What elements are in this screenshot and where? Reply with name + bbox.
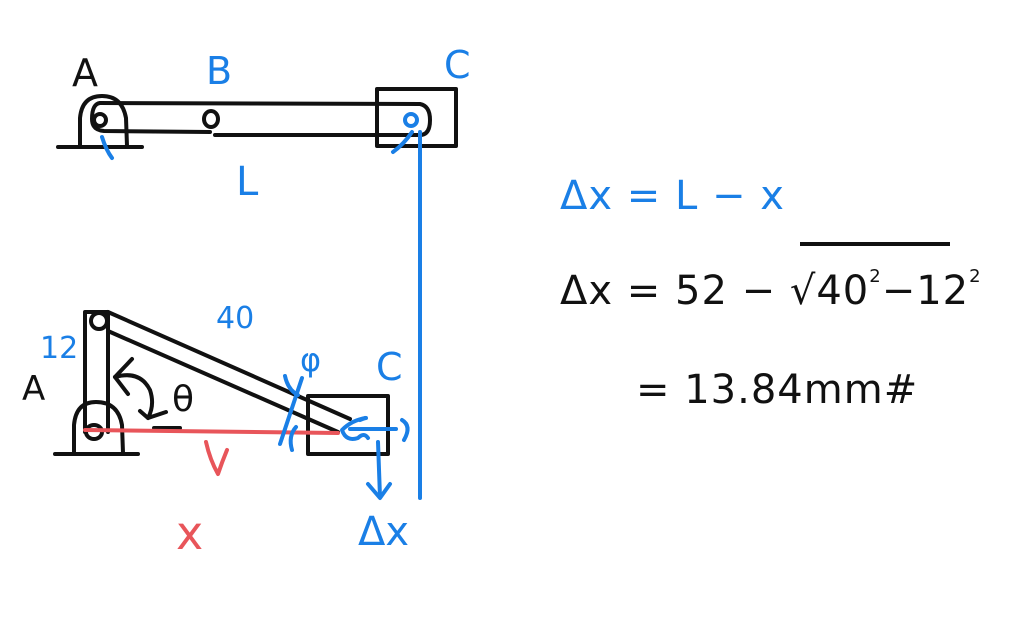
eq2-lhs: Δx	[560, 268, 614, 314]
phi-mark-slash	[278, 376, 304, 446]
label-long-link-length: 40	[216, 301, 255, 336]
eq3-value: 13.84	[684, 367, 804, 413]
alpha-tail	[358, 416, 367, 422]
eq2-sqrt-a: 40	[816, 268, 870, 314]
bottom-mechanism	[53, 310, 410, 500]
label-delta-x: Δx	[358, 509, 410, 555]
label-c-bottom: C	[376, 345, 403, 389]
eq3-equals: =	[636, 367, 671, 413]
label-short-link-length: 12	[40, 331, 79, 366]
slider-block-bottom	[306, 394, 390, 456]
label-length-l: L	[236, 159, 259, 205]
label-a-bottom: A	[22, 369, 46, 409]
theta-arrow-top	[113, 357, 134, 396]
eq2-equals: =	[626, 268, 662, 314]
sqrt-icon: √	[789, 268, 817, 314]
delta-down-line	[376, 440, 382, 499]
pin-c-alpha	[340, 416, 370, 441]
label-b-top: B	[206, 49, 233, 93]
distance-x-line	[83, 428, 340, 435]
eq2-minus: −	[741, 268, 777, 314]
phi-mark-lower	[288, 425, 298, 452]
pivot-a-support-bottom	[72, 400, 125, 455]
eq2-sqrt-minus: −	[881, 268, 917, 314]
link-bar-top-lower	[90, 101, 212, 134]
equation-line-3: = 13.84mm#	[636, 370, 918, 410]
eq2-sqrt-b: 12	[916, 268, 970, 314]
pivot-a-support-top	[78, 94, 129, 148]
eq2-a: 52	[675, 268, 728, 314]
equation-line-1: Δx = L − x	[560, 176, 785, 216]
top-mechanism	[56, 87, 458, 500]
theta-arc	[113, 373, 155, 420]
eq2-sqrt-a-exp: 2	[869, 266, 882, 287]
slider-block-top	[375, 87, 458, 148]
angle-mark-a-top	[100, 135, 114, 160]
label-c-top: C	[444, 43, 471, 87]
delta-arrow-head	[400, 418, 410, 442]
eq3-end-mark: #	[883, 367, 919, 413]
eq2-sqrt-b-exp: 2	[969, 266, 982, 287]
link-bar-top	[98, 101, 432, 137]
theta-arrow-bottom	[138, 409, 168, 420]
label-distance-x: x	[176, 506, 204, 560]
pin-b-bottom	[89, 311, 109, 331]
joint-b-top	[202, 109, 220, 129]
pin-c-top	[403, 112, 419, 128]
distance-x-arrow	[204, 440, 229, 476]
long-link-lower	[106, 329, 340, 434]
label-a-top: A	[72, 51, 98, 95]
equation-line-2: Δx = 52 − √402−122	[560, 266, 982, 314]
eq1-lhs: Δx	[560, 173, 614, 219]
eq1-equals: =	[626, 173, 662, 219]
eq3-unit: mm	[803, 367, 884, 413]
label-theta: θ	[172, 379, 195, 420]
eq1-rhs: L − x	[675, 173, 785, 219]
pin-a-top	[92, 112, 108, 128]
angle-mark-c-top	[391, 130, 414, 154]
delta-down-head	[366, 482, 392, 500]
sqrt-vinculum	[800, 242, 950, 246]
label-phi: φ	[300, 341, 322, 379]
